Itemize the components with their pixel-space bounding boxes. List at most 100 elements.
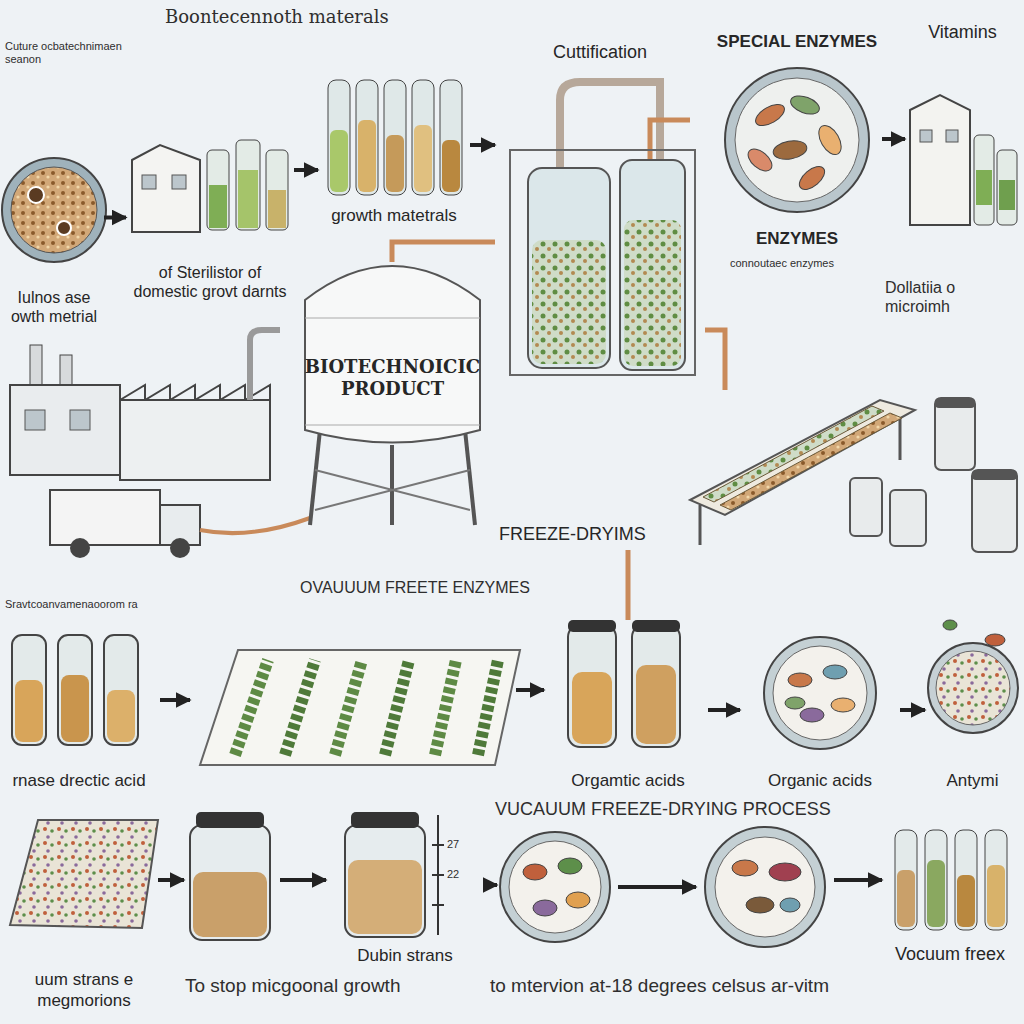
scaled-jar-art <box>345 812 444 937</box>
node-label: uum strans e megmorions <box>8 970 160 1011</box>
jar-lid <box>351 812 419 828</box>
chimney <box>30 345 42 385</box>
enzyme-bowl: SPECIAL ENZYMESENZYMES <box>712 28 882 253</box>
node-label: Vocuum freex <box>895 944 1005 966</box>
bowl-rim <box>928 643 1018 733</box>
flow-arrow <box>618 885 696 889</box>
tube-content <box>957 875 975 927</box>
strain-jar: Dubin strans <box>330 805 480 970</box>
jar-content <box>268 190 286 228</box>
tube <box>384 80 406 195</box>
tube-lid <box>632 620 680 632</box>
strain-tray: uum strans e megmorions <box>4 805 164 1015</box>
tube <box>925 830 947 930</box>
pill <box>558 858 582 874</box>
enzyme-pill <box>788 92 822 117</box>
reactor-pipe <box>560 82 660 170</box>
jar <box>207 150 229 230</box>
pill <box>769 863 801 881</box>
tube-lid <box>568 620 616 632</box>
product-bowl: Antymi <box>925 605 1020 795</box>
vitamin-plant: Vitamins <box>905 18 1020 250</box>
tube <box>104 635 138 745</box>
flow-arrow <box>470 143 495 147</box>
product-bowl-art <box>928 620 1018 733</box>
jar-lid <box>196 812 264 828</box>
tube-content <box>987 865 1005 927</box>
acid-tubes-art <box>12 635 138 745</box>
acid-tubes: Orgamtic acids <box>548 620 708 795</box>
pill <box>800 708 824 722</box>
jar-art <box>190 812 270 940</box>
flow-arrow <box>900 708 925 712</box>
pill <box>533 900 557 916</box>
plant-row <box>478 660 498 755</box>
dish-inside <box>773 646 867 740</box>
material-bowl: Iulnos ase owth metrial <box>4 130 104 330</box>
node-label: ENZYMES <box>756 229 838 249</box>
tube-content <box>927 860 945 927</box>
silo-brace <box>315 470 470 510</box>
can <box>850 478 882 536</box>
dish-rim <box>764 637 876 749</box>
silo-body <box>305 266 480 443</box>
dish-rim <box>500 832 610 942</box>
flow-arrow <box>158 878 184 882</box>
pill <box>566 892 590 908</box>
scale-mark: 27 <box>447 838 477 851</box>
node-label: of Sterilistor of domestic grovt darnts <box>130 263 290 301</box>
pill <box>785 697 805 709</box>
enzyme-bowl-art <box>725 68 869 212</box>
reactor-vessel <box>620 160 685 370</box>
bowl-inside <box>735 78 859 202</box>
pipe-connector <box>626 550 631 620</box>
node-label: growth matetrals <box>331 206 457 226</box>
node-label: Cuttification <box>553 42 647 64</box>
dish-inside <box>509 841 601 933</box>
flow-arrow <box>484 883 497 887</box>
tube-content <box>330 130 348 192</box>
factory-pipe <box>250 330 280 400</box>
flow-arrow <box>882 137 905 141</box>
tube <box>955 830 977 930</box>
can <box>890 490 926 546</box>
vacuum-tubes-art <box>895 830 1007 930</box>
window <box>25 410 45 430</box>
scale-mark: 22 <box>447 868 477 881</box>
flow-arrow <box>708 708 740 712</box>
tube <box>568 625 616 747</box>
factory-art <box>10 330 310 558</box>
supply-pipe <box>200 518 310 533</box>
wheel <box>170 538 190 558</box>
pill <box>780 898 800 912</box>
can <box>972 470 1017 552</box>
reactor-art <box>510 82 695 375</box>
window <box>172 175 186 189</box>
building <box>910 95 970 225</box>
jar <box>266 150 288 230</box>
node-label: Antymi <box>947 771 999 791</box>
jar-label <box>999 180 1015 210</box>
enzyme-pill <box>752 100 788 130</box>
vacuum-tubes: Vocuum freex <box>880 825 1020 970</box>
cultivation-reactor: Cuttification <box>495 38 705 380</box>
step-caption: to mtervion at-18 degrees celsus ar-vitm <box>490 975 960 998</box>
window <box>70 410 90 430</box>
acid-tubes-art <box>568 620 680 747</box>
tube-content <box>358 120 376 192</box>
silo-leg <box>310 430 320 525</box>
plant-tray <box>200 650 520 765</box>
node-label: rnase drectic acid <box>12 771 145 791</box>
flow-arrow <box>280 878 326 882</box>
bowl-rim <box>725 68 869 212</box>
flow-arrow <box>516 688 544 692</box>
acid-tubes: rnase drectic acid <box>4 622 154 795</box>
tube-content <box>414 125 432 192</box>
silo-band <box>305 318 480 319</box>
plant-row <box>285 660 315 755</box>
window <box>920 130 932 142</box>
